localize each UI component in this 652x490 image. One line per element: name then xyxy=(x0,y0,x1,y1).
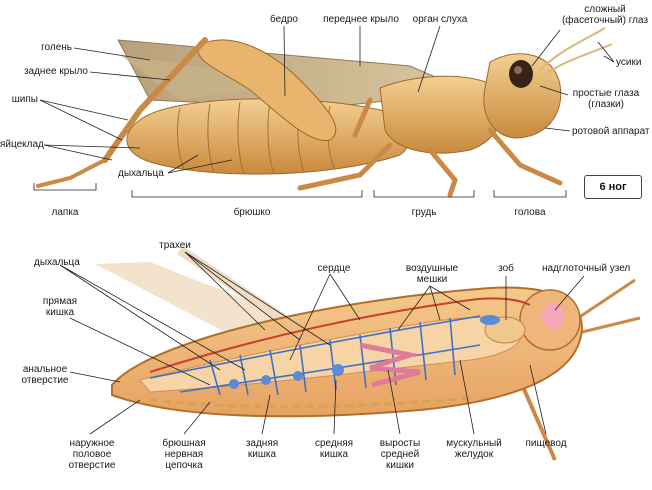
label-hindgut: задняя кишка xyxy=(245,438,279,460)
internal-anatomy xyxy=(59,245,641,461)
label-head: голова xyxy=(514,207,546,218)
label-tracheae: трахеи xyxy=(159,240,191,251)
label-heart: сердце xyxy=(317,263,351,274)
compound-eye-shape xyxy=(509,60,533,88)
label-esophagus: пищевод xyxy=(525,438,567,449)
label-supraesophageal-ganglion: надглоточный узел xyxy=(542,263,631,274)
label-gizzard: мускульный желудок xyxy=(446,438,502,460)
label-ovipositor: яйцеклад xyxy=(0,139,44,150)
label-tarsus: лапка xyxy=(51,207,79,218)
label-air-sacs: воздушные мешки xyxy=(405,263,459,285)
head-shape xyxy=(483,53,562,139)
label-spiracles-external: дыхальца xyxy=(118,168,164,179)
label-tibia: голень xyxy=(41,42,72,53)
hind-femur-shape xyxy=(197,39,337,142)
label-simple-eyes: простые глаза (глазки) xyxy=(572,88,640,110)
label-antennae: усики xyxy=(616,57,642,68)
label-anus: анальное отверстие xyxy=(21,364,69,386)
label-nerve-cord: брюшная нервная цепочка xyxy=(162,438,206,471)
label-femur: бедро xyxy=(270,14,298,25)
label-hind-wing: заднее крыло xyxy=(23,66,88,77)
label-hearing-organ: орган слуха xyxy=(412,14,468,25)
external-grasshopper xyxy=(33,25,615,198)
label-abdomen: брюшко xyxy=(233,207,271,218)
legs-count-badge: 6 ног xyxy=(584,175,642,199)
label-genital-opening: наружное половое отверстие xyxy=(68,438,116,471)
label-rectum: прямая кишка xyxy=(42,296,78,318)
label-midgut-outgrowths: выросты средней кишки xyxy=(379,438,421,471)
label-thorax: грудь xyxy=(411,207,437,218)
label-spiracles-internal: дыхальца xyxy=(34,257,80,268)
label-compound-eye: сложный (фасеточный) глаз xyxy=(561,4,649,26)
label-crop: зоб xyxy=(498,263,514,274)
label-fore-wing: переднее крыло xyxy=(323,14,399,25)
label-spines: шипы xyxy=(11,94,38,105)
label-mouthparts: ротовой аппарат xyxy=(572,126,650,137)
label-midgut: средняя кишка xyxy=(314,438,354,460)
